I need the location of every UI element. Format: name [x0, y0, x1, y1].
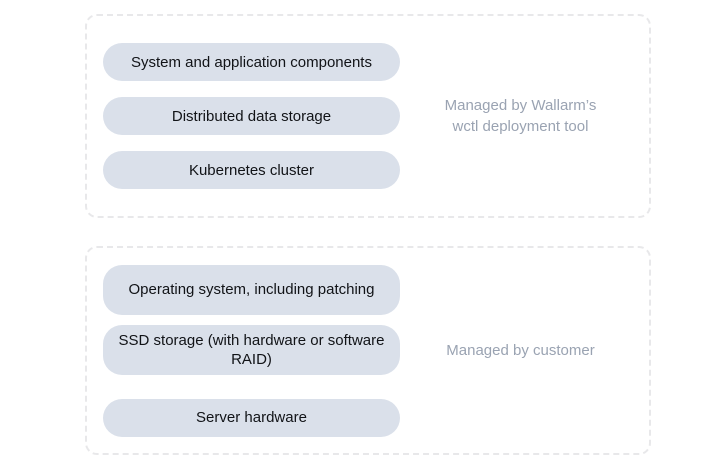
pill-operating-system-including-patching: Operating system, including patching	[103, 264, 400, 315]
pill-column-wallarm: System and application components Distri…	[87, 16, 402, 216]
group-managed-by-customer: Operating system, including patching SSD…	[85, 246, 651, 455]
pill-label: Kubernetes cluster	[188, 161, 315, 179]
group-label-line-1: Managed by Wallarm’s	[444, 97, 597, 114]
group-label-managed-by-customer: Managed by customer	[402, 248, 649, 453]
pill-kubernetes-cluster: Kubernetes cluster	[103, 151, 400, 189]
group-label-line-2: wctl deployment tool	[452, 118, 589, 135]
pill-label: Server hardware	[196, 409, 307, 426]
group-managed-by-wallarm: System and application components Distri…	[85, 14, 651, 218]
pill-label: System and application components	[131, 53, 372, 71]
pill-system-and-application-components: System and application components	[103, 43, 400, 81]
pill-label: Distributed data storage	[171, 107, 332, 125]
pill-distributed-data-storage: Distributed data storage	[103, 97, 400, 135]
pill-label: SSD storage (with hardware or software R…	[118, 331, 385, 368]
pill-ssd-storage-with-hardware-or-software-raid: SSD storage (with hardware or software R…	[103, 324, 400, 375]
pill-server-hardware: Server hardware	[103, 398, 400, 437]
group-label-managed-by-wallarm: Managed by Wallarm’s wctl deployment too…	[402, 16, 649, 216]
pill-column-customer: Operating system, including patching SSD…	[87, 248, 402, 453]
group-label-line-1: Managed by customer	[446, 342, 595, 359]
pill-label: Operating system, including patching	[128, 281, 375, 298]
